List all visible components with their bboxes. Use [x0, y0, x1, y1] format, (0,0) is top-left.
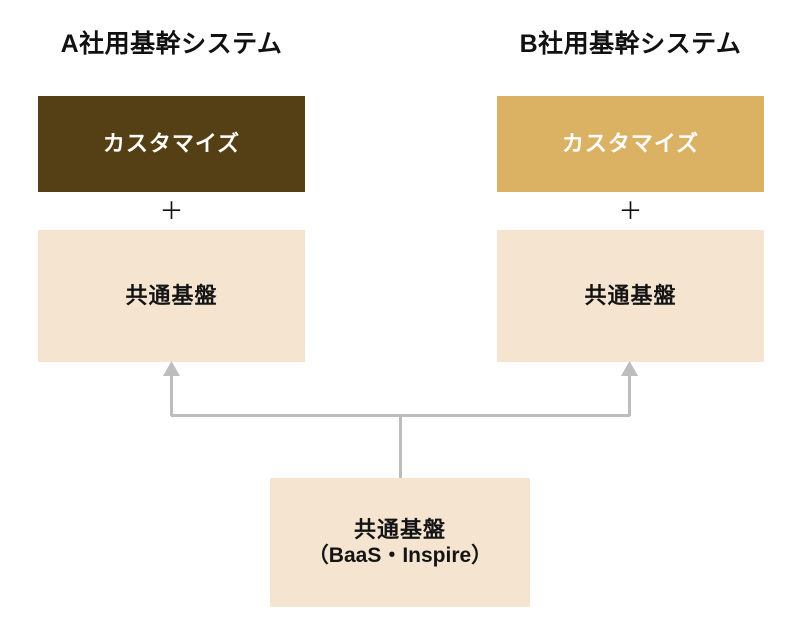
customize-box-company-b-label: カスタマイズ: [561, 131, 700, 157]
customize-box-company-a-label: カスタマイズ: [102, 131, 241, 157]
platform-box-company-b: 共通基盤: [497, 230, 764, 362]
customize-box-company-a: カスタマイズ: [38, 96, 305, 192]
arrowhead-up-left: [163, 361, 180, 376]
arrowhead-up-right: [621, 361, 638, 376]
plus-separator-company-b: ＋: [618, 197, 643, 225]
shared-platform-label: 共通基盤: [353, 516, 446, 542]
customize-box-company-b: カスタマイズ: [497, 96, 764, 192]
plus-separator-company-a: ＋: [159, 197, 184, 225]
shared-platform-sublabel: （BaaS・Inspire）: [307, 544, 493, 568]
column-title-company-a: A社用基幹システム: [60, 30, 283, 58]
platform-box-company-a: 共通基盤: [38, 230, 305, 362]
platform-box-company-a-label: 共通基盤: [125, 283, 218, 309]
platform-box-company-b-label: 共通基盤: [584, 283, 677, 309]
shared-platform-box: 共通基盤 （BaaS・Inspire）: [270, 478, 530, 607]
column-title-company-b: B社用基幹システム: [519, 30, 742, 58]
